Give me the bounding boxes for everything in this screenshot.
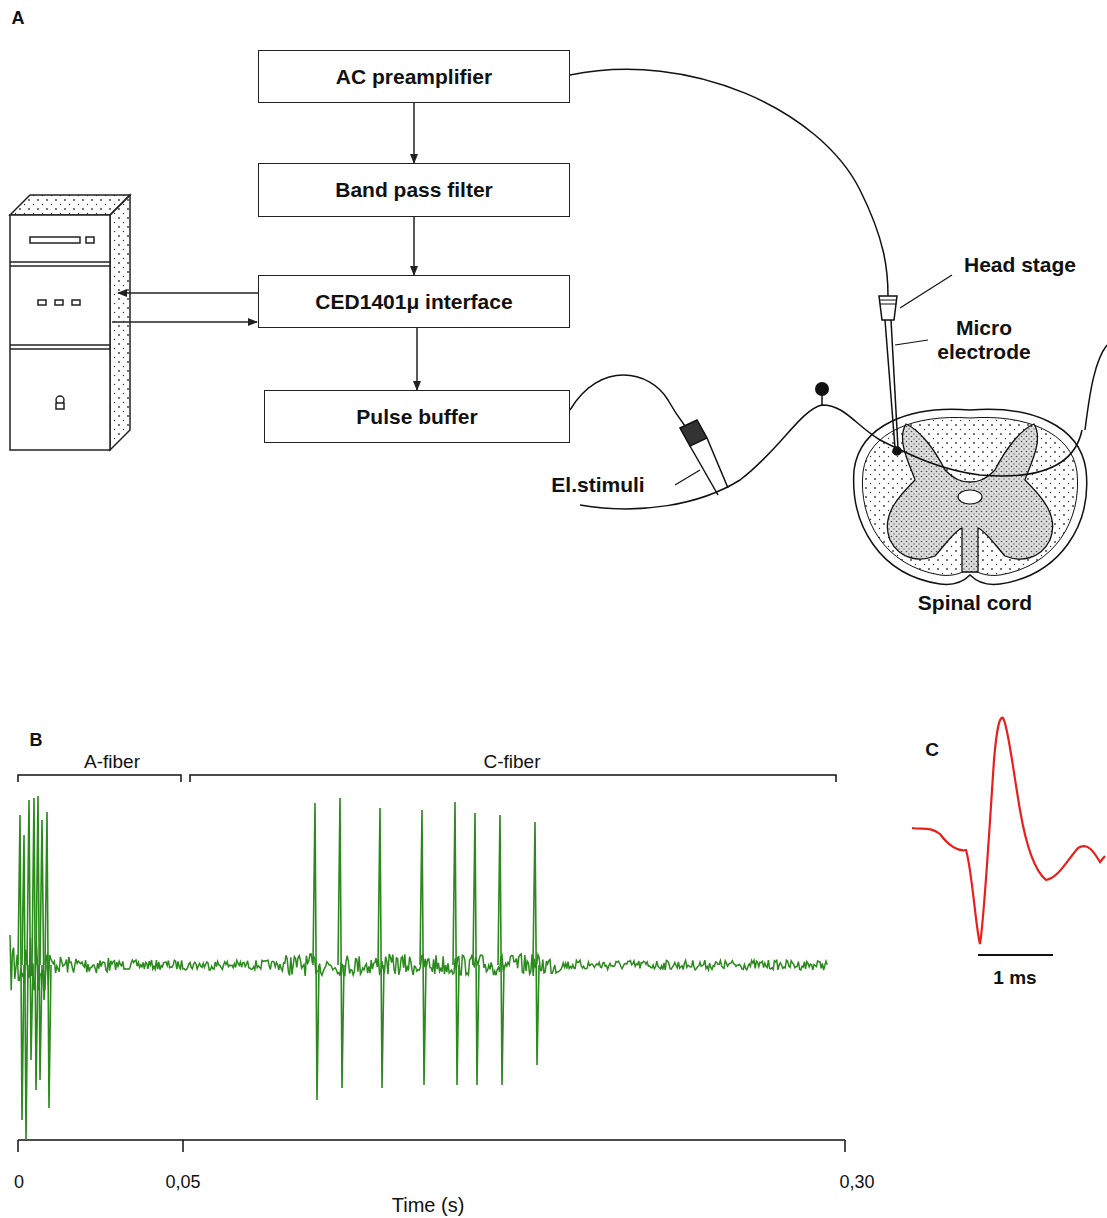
flow-arrow [413, 103, 415, 163]
process-box: CED1401μ interface [258, 275, 570, 328]
process-box: AC preamplifier [258, 50, 570, 103]
text-label: Spinal cord [918, 591, 1032, 615]
text-label: 1 ms [993, 967, 1036, 989]
box-label: Band pass filter [325, 178, 503, 202]
text-label: A [12, 8, 25, 29]
spike [473, 813, 479, 1085]
text-label: B [30, 730, 43, 751]
spike [45, 812, 51, 1108]
spike [313, 803, 319, 1100]
spike [420, 810, 426, 1085]
text-label: Head stage [964, 253, 1076, 277]
spike [533, 822, 539, 1065]
stimulus-wire [570, 375, 688, 430]
head-stage [879, 296, 901, 455]
data-arrow [112, 321, 257, 323]
data-arrow [118, 292, 258, 294]
text-label: Time (s) [392, 1194, 465, 1217]
trace-noise [10, 935, 827, 990]
spike-trace [10, 796, 827, 1140]
text-label: C [925, 739, 939, 761]
scale-bar [978, 954, 1053, 956]
nerve [580, 405, 1082, 509]
text-label: C-fiber [483, 751, 540, 773]
box-label: CED1401μ interface [305, 290, 522, 314]
recording-wire [570, 69, 888, 296]
process-box: Band pass filter [258, 163, 570, 217]
ground-wire [1085, 345, 1107, 430]
text-label: El.stimuli [551, 473, 644, 497]
spinal-cord [854, 409, 1087, 584]
flow-arrow [416, 328, 418, 390]
flow-arrow [413, 217, 415, 275]
spike [338, 798, 344, 1088]
text-label: Micro electrode [928, 316, 1040, 364]
text-label: 0,30 [839, 1172, 874, 1193]
spike-waveform [912, 718, 1105, 944]
spike [453, 802, 459, 1085]
text-label: 0,05 [165, 1172, 200, 1193]
spike [378, 808, 384, 1088]
box-label: AC preamplifier [326, 65, 502, 89]
text-label: 0 [14, 1172, 24, 1193]
stimulating-electrode [680, 420, 728, 495]
text-label: A-fiber [84, 751, 140, 773]
ganglion [815, 382, 829, 396]
process-box: Pulse buffer [264, 390, 570, 443]
spike [22, 835, 28, 1140]
box-label: Pulse buffer [346, 405, 487, 429]
spike [498, 815, 504, 1085]
